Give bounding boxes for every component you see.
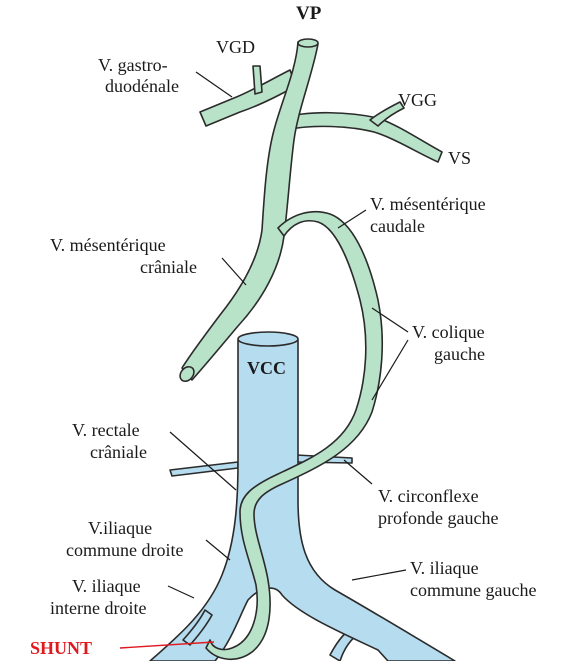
leader-caudal-mesenteric	[338, 210, 366, 228]
leader-iliac-common-right	[206, 540, 230, 560]
label-vgd: VGD	[216, 37, 255, 58]
leader-gastroduodenal	[196, 72, 232, 97]
label-common-iliac-right-2: commune droite	[66, 540, 183, 561]
label-vp: VP	[296, 3, 321, 24]
splenic-vein	[282, 113, 442, 162]
label-gastroduodenal-1: V. gastro-	[98, 55, 168, 76]
vena-cava-top	[238, 332, 298, 346]
label-caudal-mesenteric-2: caudale	[370, 216, 425, 237]
label-internal-iliac-right-2: interne droite	[50, 598, 146, 619]
label-caudal-mesenteric-1: V. mésentérique	[370, 194, 486, 215]
label-vgg: VGG	[398, 90, 437, 111]
label-common-iliac-right-1: V.iliaque	[88, 518, 152, 539]
leader-iliac-common-left	[352, 570, 406, 580]
leader-circumflex	[344, 460, 372, 484]
label-left-colic-2: gauche	[434, 344, 485, 365]
label-shunt: SHUNT	[30, 638, 92, 659]
label-cranial-mesenteric-2: crâniale	[140, 257, 197, 278]
label-deep-circumflex-1: V. circonflexe	[378, 486, 479, 507]
label-cranial-rectal-2: crâniale	[90, 442, 147, 463]
circumflex-right-branch	[170, 462, 238, 476]
label-internal-iliac-right-1: V. iliaque	[72, 576, 141, 597]
label-left-colic-1: V. colique	[412, 322, 485, 343]
label-cranial-mesenteric-1: V. mésentérique	[50, 235, 166, 256]
label-vcc: VCC	[247, 358, 286, 379]
leader-rectal	[170, 432, 236, 490]
label-common-iliac-left-1: V. iliaque	[410, 558, 479, 579]
leader-iliac-internal-right	[168, 586, 194, 598]
label-common-iliac-left-2: commune gauche	[410, 580, 536, 601]
label-deep-circumflex-2: profonde gauche	[378, 508, 498, 529]
label-vs: VS	[448, 148, 471, 169]
label-gastroduodenal-2: duodénale	[105, 76, 179, 97]
leader-cranial-mesenteric	[222, 258, 246, 285]
vgd-branch	[253, 66, 262, 94]
label-cranial-rectal-1: V. rectale	[72, 420, 140, 441]
portal-vein-top	[298, 39, 318, 47]
